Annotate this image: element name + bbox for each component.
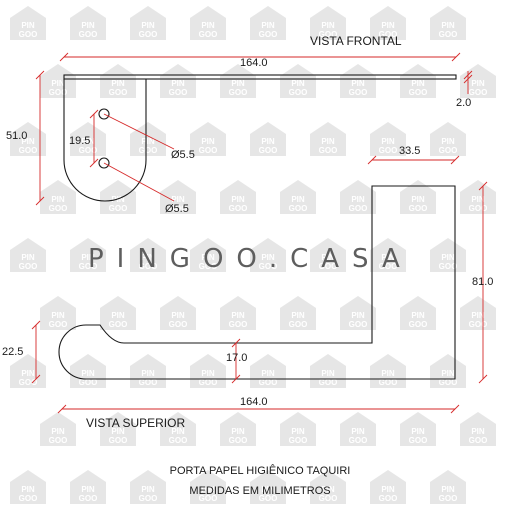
top-length-label: 164.0 <box>240 396 268 408</box>
front-view-plate <box>63 74 457 80</box>
units-note: MEDIDAS EM MILIMETROS <box>189 485 331 497</box>
front-height-label: 51.0 <box>6 130 28 142</box>
front-thickness-label: 2.0 <box>456 97 472 109</box>
brand-watermark: PINGOO.CASA <box>88 244 413 274</box>
front-view-hole-bottom <box>98 157 110 169</box>
arm-length-label: 81.0 <box>472 276 494 288</box>
hole-spacing-label: 19.5 <box>69 135 91 147</box>
front-view-title: VISTA FRONTAL <box>310 34 402 48</box>
front-view-bracket <box>63 79 147 202</box>
arm-width-label: 33.5 <box>399 145 421 157</box>
hole-top-diameter-label: Ø5.5 <box>171 149 195 161</box>
base-width-label: 22.5 <box>2 346 24 358</box>
top-view-profile <box>58 185 456 380</box>
top-view-title: VISTA SUPERIOR <box>86 416 186 430</box>
dimension-lines <box>31 52 488 414</box>
product-name: PORTA PAPEL HIGIÊNICO TAQUIRI <box>169 465 351 477</box>
hole-bottom-diameter-label: Ø5.5 <box>165 203 189 215</box>
front-view-hole-top <box>98 108 110 120</box>
front-length-label: 164.0 <box>240 57 268 69</box>
slot-depth-label: 17.0 <box>226 352 248 364</box>
